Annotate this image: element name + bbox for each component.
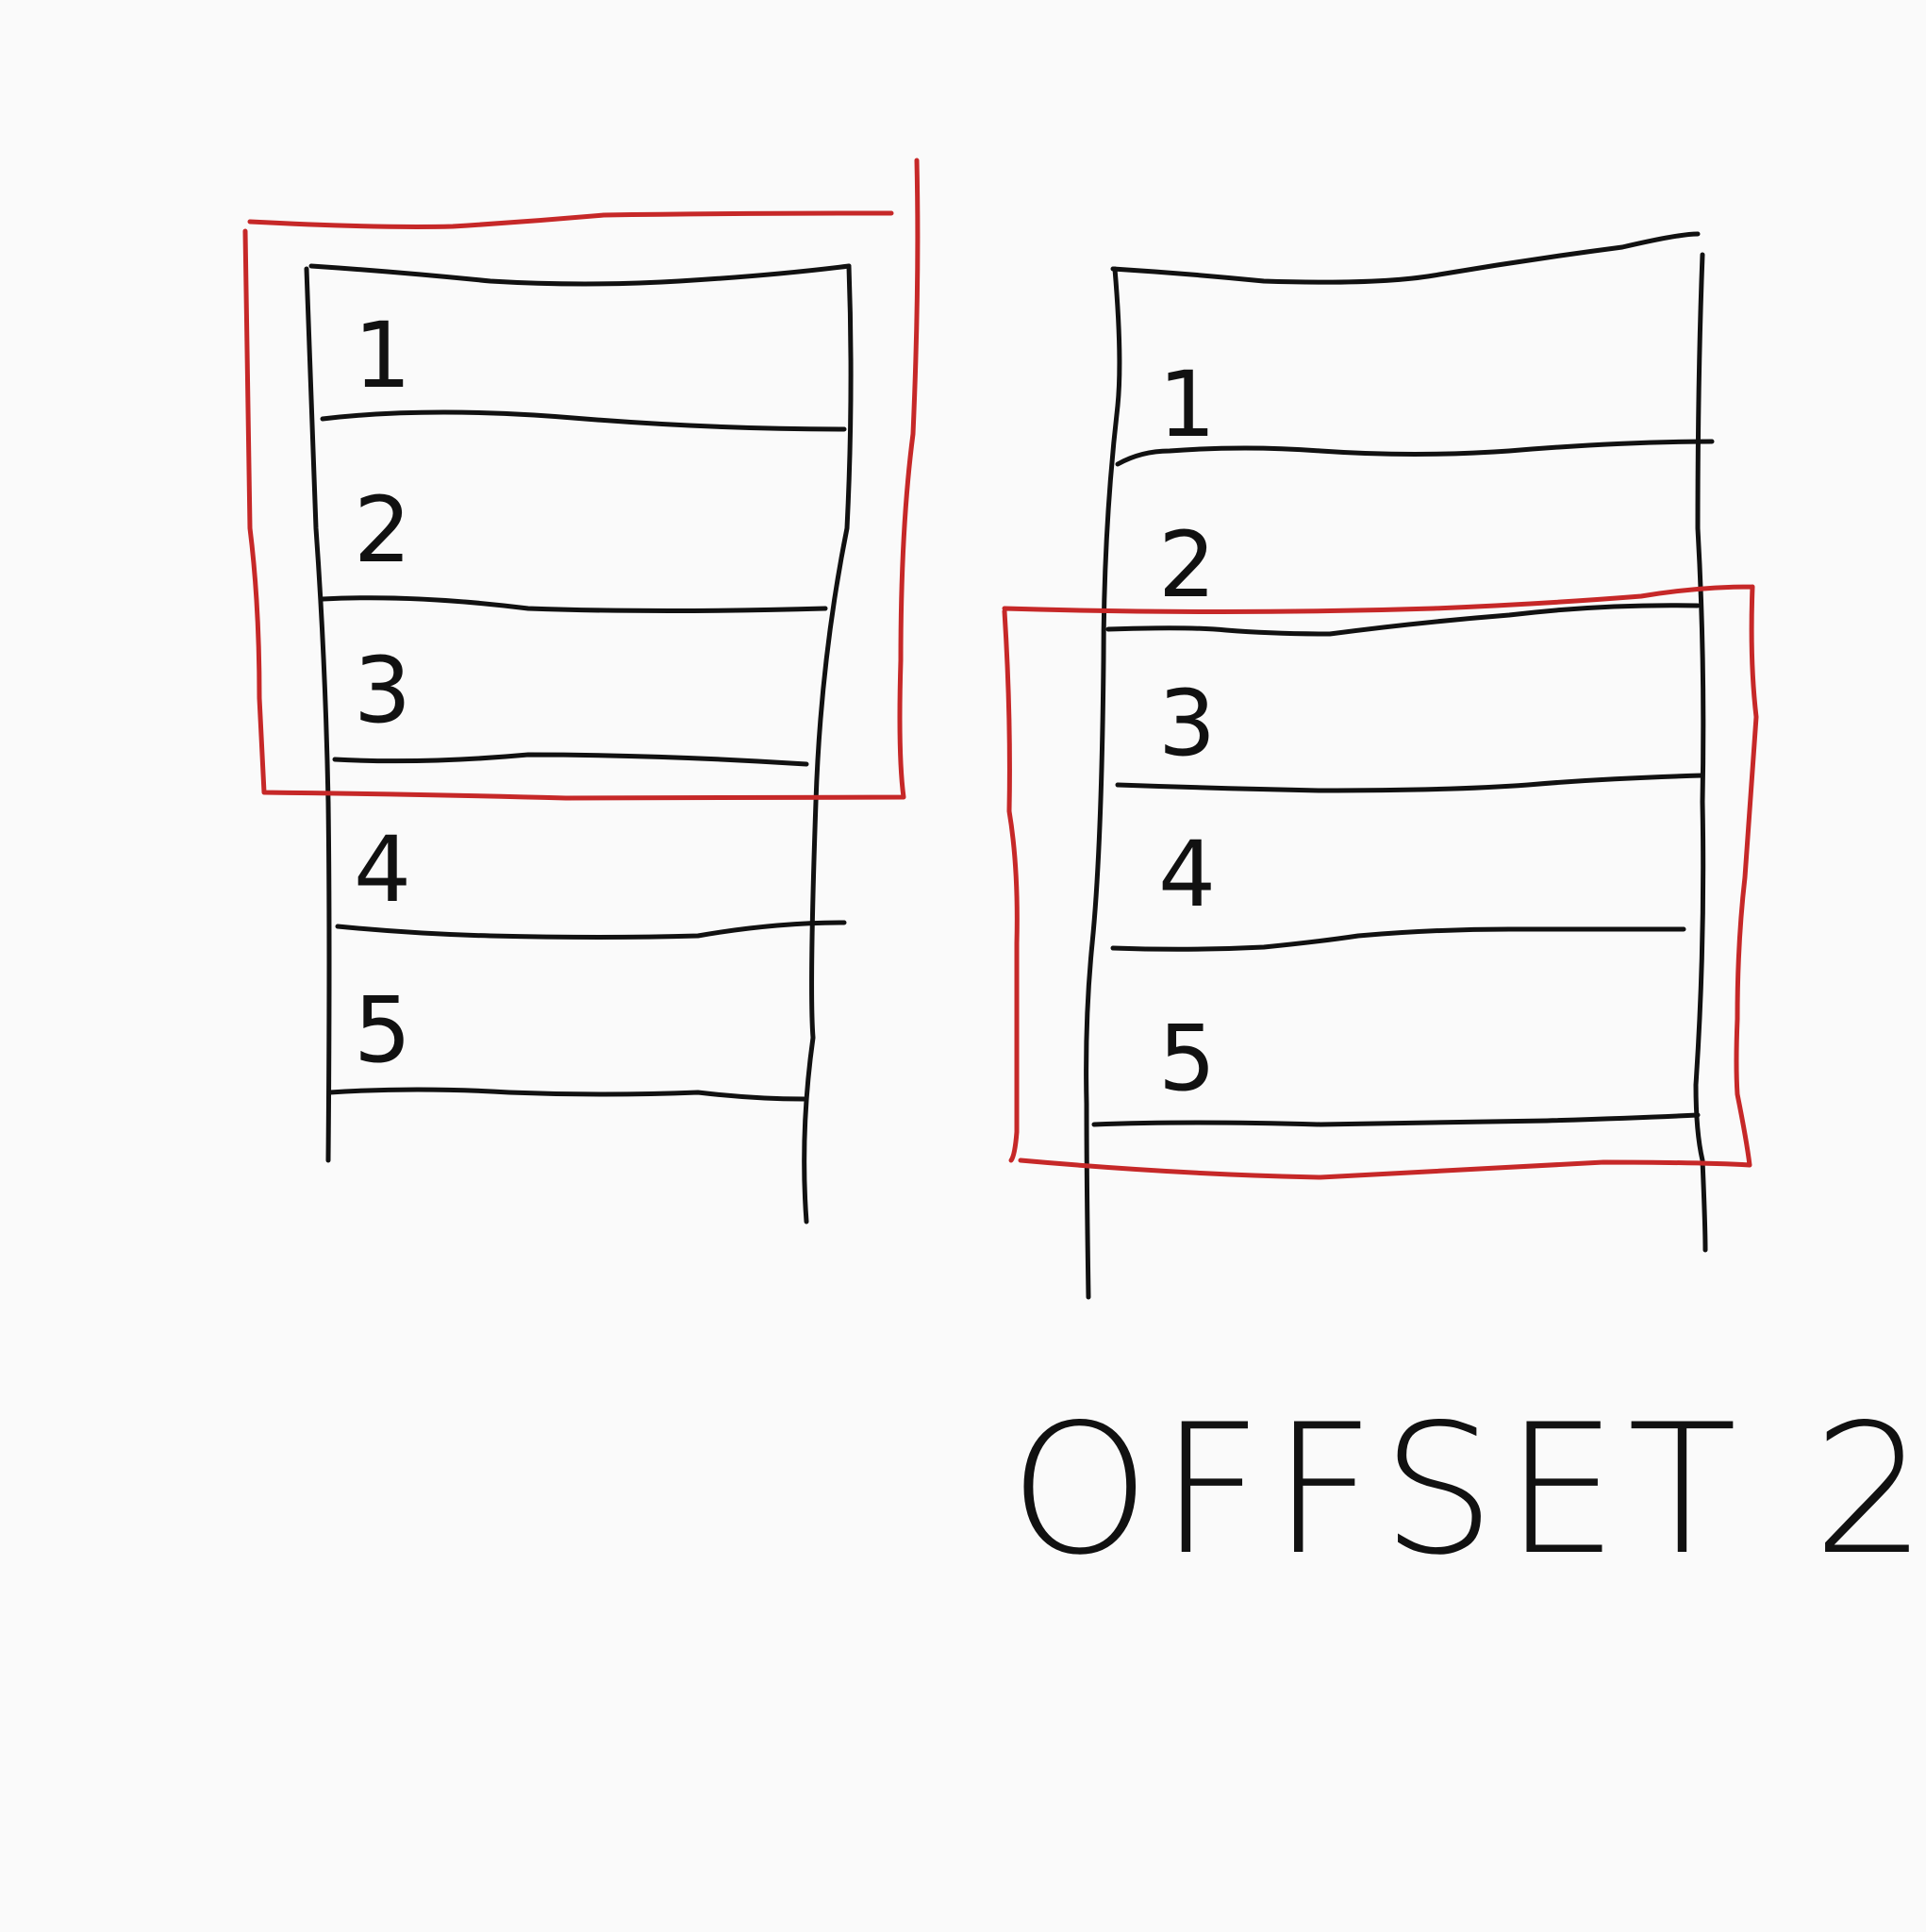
right-row-label-2: 2 [1158,512,1216,618]
left-row-label-4: 4 [354,817,411,923]
right-list: 1 2 3 4 5 [1002,231,1759,1300]
left-highlight-box [242,158,921,801]
right-row-label-3: 3 [1158,671,1216,776]
right-row-label-5: 5 [1158,1006,1216,1111]
left-list-left-edge [304,266,332,1163]
left-row-label-2: 2 [354,477,411,583]
right-row-divider-5 [1091,1112,1701,1127]
left-list: 1 2 3 4 5 [242,158,921,1224]
right-list-right-edge [1693,252,1708,1253]
left-row-label-1: 1 [354,303,411,408]
caption-text: OFFSET 2 [1009,1386,1926,1594]
right-row-label-1: 1 [1158,352,1216,458]
right-row-label-4: 4 [1158,822,1216,927]
left-row-label-3: 3 [354,638,411,743]
right-highlight-box [1002,584,1759,1180]
right-list-left-edge [1084,266,1122,1300]
left-row-divider-1 [320,409,847,432]
left-row-divider-5 [327,1087,806,1102]
left-list-right-edge [802,263,854,1224]
left-row-divider-2 [320,595,828,613]
right-row-divider-2 [1105,603,1701,637]
right-row-divider-4 [1110,926,1686,952]
left-list-top-edge [308,263,852,287]
left-row-divider-4 [335,920,847,940]
left-row-divider-3 [332,752,809,767]
right-row-divider-3 [1115,773,1705,793]
left-row-label-5: 5 [354,977,411,1083]
right-list-top-edge [1110,231,1701,285]
right-row-divider-1 [1115,439,1715,467]
